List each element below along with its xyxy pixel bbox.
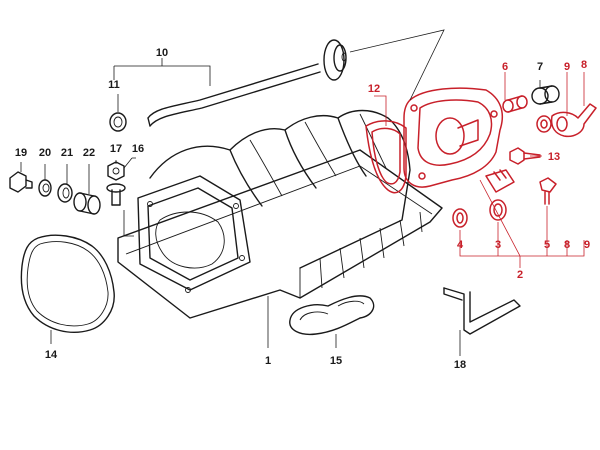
callouts: 1 2 3 4 5 6 7 8 8 9 9 10 11 12 13 14 15 … — [15, 47, 590, 371]
callout-20: 20 — [39, 147, 51, 159]
leader-lines-highlight — [374, 72, 585, 268]
callout-15: 15 — [330, 355, 342, 367]
part-15-gasket — [289, 295, 375, 336]
part-red-valve — [485, 169, 515, 193]
part-11-ring — [109, 112, 127, 132]
callout-14: 14 — [45, 349, 58, 361]
callout-7: 7 — [537, 61, 543, 73]
callout-2: 2 — [517, 269, 523, 281]
callout-17: 17 — [110, 143, 122, 155]
part-7-bushing — [531, 85, 560, 105]
part-5-screw — [539, 177, 557, 205]
callout-19: 19 — [15, 147, 27, 159]
callout-6: 6 — [502, 61, 508, 73]
part-3-ring — [489, 199, 507, 221]
part-19-plug — [9, 171, 33, 193]
part-13-bolt — [509, 147, 541, 165]
callout-1: 1 — [265, 355, 271, 367]
part-6-sleeve — [502, 95, 528, 113]
part-16-stud — [106, 183, 126, 206]
part-4-oring — [452, 208, 468, 228]
part-14-gasket — [20, 234, 115, 334]
leader-lines — [20, 29, 541, 356]
callout-18: 18 — [454, 359, 466, 371]
callout-13: 13 — [548, 151, 560, 163]
callout-21: 21 — [61, 147, 73, 159]
part-9-nut — [536, 115, 552, 133]
callout-4: 4 — [457, 239, 464, 251]
part-22-sleeve — [73, 192, 101, 215]
part-12-flange-gasket — [365, 120, 407, 194]
callout-8-bottom: 8 — [564, 239, 570, 251]
callout-5: 5 — [544, 239, 550, 251]
callout-16: 16 — [132, 143, 144, 155]
callout-9-bottom: 9 — [584, 239, 590, 251]
part-8-elbow — [550, 103, 597, 138]
part-21-seal — [57, 183, 73, 203]
part-1-intake-manifold — [117, 109, 443, 319]
callout-8-top: 8 — [581, 59, 587, 71]
part-20-washer — [38, 179, 52, 197]
part-10-tube — [147, 39, 347, 127]
part-2-housing — [403, 87, 504, 188]
part-17-nut — [107, 161, 125, 181]
part-18-bracket — [443, 287, 521, 335]
callout-11: 11 — [108, 79, 120, 91]
callout-12: 12 — [368, 83, 380, 95]
callout-9-top: 9 — [564, 61, 570, 73]
callout-3: 3 — [495, 239, 501, 251]
callout-22: 22 — [83, 147, 95, 159]
callout-10: 10 — [156, 47, 168, 59]
